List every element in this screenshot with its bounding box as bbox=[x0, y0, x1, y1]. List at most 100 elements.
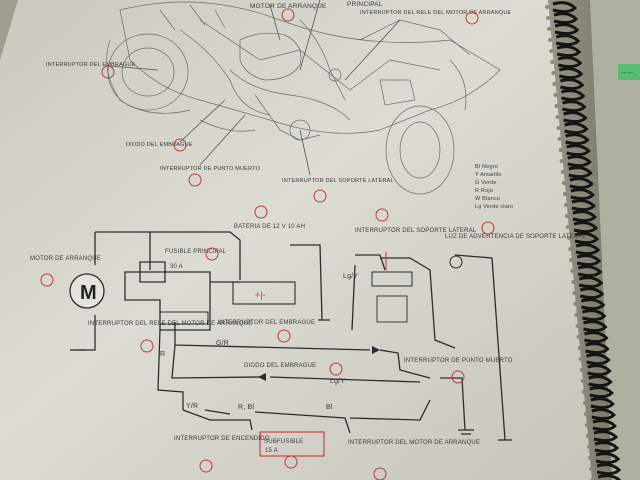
label-interruptor-soporte: INTERRUPTOR DEL SOPORTE LATERAL bbox=[355, 228, 477, 234]
label-motor-arranque-top: MOTOR DE ARRANQUE bbox=[250, 3, 327, 10]
legend-item: Lg Verde claro bbox=[475, 204, 513, 210]
page-left-shadow bbox=[0, 0, 18, 60]
binding-hole bbox=[558, 148, 563, 152]
binding-hole bbox=[589, 467, 594, 471]
binding-hole bbox=[562, 192, 567, 196]
spiral-coil bbox=[588, 375, 613, 388]
spiral-coil bbox=[570, 188, 595, 201]
binding-hole bbox=[571, 280, 576, 284]
spiral-coil bbox=[585, 342, 610, 355]
green-page-tab bbox=[618, 64, 640, 80]
binding-hole bbox=[570, 269, 575, 273]
label-motor-arranque: MOTOR DE ARRANQUE bbox=[30, 256, 101, 262]
binding-hole bbox=[563, 203, 568, 207]
binding-hole bbox=[567, 236, 572, 240]
binding-hole bbox=[581, 390, 586, 394]
spiral-coil bbox=[577, 265, 603, 278]
wire-code: R, Bl bbox=[238, 404, 254, 411]
legend-item: G Verde bbox=[475, 180, 497, 186]
schematic-labels: MOTOR DE ARRANQUE FUSIBLE PRINCIPAL 30 A… bbox=[30, 205, 587, 480]
label-fusible-rating: 30 A bbox=[170, 264, 183, 270]
spiral-coil bbox=[581, 309, 607, 322]
binding-hole bbox=[582, 401, 587, 405]
binding-hole bbox=[566, 225, 570, 229]
spiral-coil bbox=[569, 177, 594, 190]
spiral-coil bbox=[594, 441, 620, 454]
binding-hole bbox=[572, 291, 577, 295]
label-luz-advertencia: LUZ DE ADVERTENCIA DE SOPORTE LATERAL bbox=[445, 234, 587, 240]
binding-hole bbox=[574, 313, 579, 317]
binding-hole bbox=[588, 456, 593, 460]
spiral-coil bbox=[587, 364, 612, 377]
binding-hole bbox=[556, 126, 561, 130]
spiral-coil bbox=[596, 463, 622, 476]
spiral-coil bbox=[563, 111, 588, 124]
wire-code: Y/R bbox=[186, 403, 198, 410]
spiral-coil bbox=[592, 419, 618, 432]
label-soporte-lateral-top: INTERRUPTOR DEL SOPORTE LATERAL bbox=[282, 178, 394, 184]
binding-hole bbox=[587, 445, 591, 449]
back-page-sheet bbox=[590, 0, 640, 480]
spiral-coil bbox=[578, 276, 604, 289]
label-interruptor-rele-top: INTERRUPTOR DEL RELE DEL MOTOR DE ARRANQ… bbox=[360, 10, 512, 16]
binding-hole bbox=[564, 214, 569, 218]
binding-hole bbox=[568, 247, 573, 251]
spiral-binding bbox=[545, 1, 622, 480]
wire-code: G/R bbox=[216, 340, 229, 347]
label-interruptor-embrague-top: INTERRUPTOR DEL EMBRAGUE bbox=[46, 62, 136, 68]
label-interruptor-embrague: INTERRUPTOR DEL EMBRAGUE bbox=[218, 320, 315, 326]
wiring-schematic: M +|- bbox=[69, 231, 512, 457]
binding-hole bbox=[548, 38, 553, 42]
binding-hole bbox=[551, 71, 556, 75]
starter-motor-symbol bbox=[69, 273, 105, 309]
label-fusible-principal: FUSIBLE PRINCIPAL bbox=[165, 249, 227, 255]
label-subfusible: SUBFUSIBLE bbox=[264, 439, 303, 445]
label-interruptor-motor: INTERRUPTOR DEL MOTOR DE ARRANQUE bbox=[348, 440, 480, 446]
binding-hole bbox=[561, 181, 566, 185]
label-interruptor-rele: INTERRUPTOR DEL RELE DEL MOTOR DE ARRANQ… bbox=[88, 321, 252, 327]
binding-hole bbox=[576, 335, 581, 339]
binding-hole bbox=[545, 5, 549, 9]
binding-hole bbox=[559, 159, 564, 163]
spiral-coil bbox=[558, 67, 584, 80]
starter-motor-label: M bbox=[80, 282, 97, 304]
battery-symbol bbox=[232, 281, 296, 305]
binding-hole bbox=[578, 357, 583, 361]
spiral-coil bbox=[586, 353, 611, 366]
spiral-coil bbox=[575, 243, 601, 256]
spiral-coil bbox=[565, 133, 590, 146]
side-tab-label: –– –– bbox=[621, 70, 634, 76]
binding-hole bbox=[577, 346, 582, 350]
wire-color-legend: Bl Negro Y Amarillo G Verde R Rojo W Bla… bbox=[475, 164, 513, 210]
binding-hole bbox=[550, 60, 555, 64]
spiral-coil bbox=[595, 452, 621, 465]
wire-code: Lg/Y bbox=[330, 378, 345, 385]
spiral-coil bbox=[571, 199, 597, 212]
spiral-coil bbox=[555, 34, 581, 47]
binding-hole bbox=[584, 423, 589, 427]
binding-hole bbox=[546, 16, 551, 20]
wire-code: Lg/Y bbox=[343, 273, 358, 280]
label-interruptor-encendido: INTERRUPTOR DE ENCENDIDO bbox=[174, 436, 270, 442]
spiral-coil bbox=[556, 45, 582, 58]
spiral-coil bbox=[590, 397, 615, 410]
spiral-coil bbox=[580, 298, 606, 311]
spiral-coil bbox=[553, 12, 579, 25]
binding-hole bbox=[583, 412, 588, 416]
spiral-coil bbox=[567, 155, 592, 168]
binding-hole bbox=[547, 27, 552, 31]
binding-hole bbox=[585, 434, 590, 438]
binding-hole bbox=[580, 379, 585, 383]
warning-lamp-symbol bbox=[449, 255, 463, 269]
spiral-coil bbox=[554, 23, 580, 36]
spiral-coil bbox=[568, 166, 593, 179]
spiral-coil bbox=[559, 78, 585, 91]
wire-code: R bbox=[160, 351, 165, 358]
legend-item: R Rojo bbox=[475, 188, 493, 194]
binding-hole bbox=[555, 115, 560, 119]
binding-hole bbox=[560, 170, 565, 174]
binding-hole bbox=[575, 324, 580, 328]
spiral-coil bbox=[579, 287, 605, 300]
manual-page bbox=[0, 0, 592, 480]
